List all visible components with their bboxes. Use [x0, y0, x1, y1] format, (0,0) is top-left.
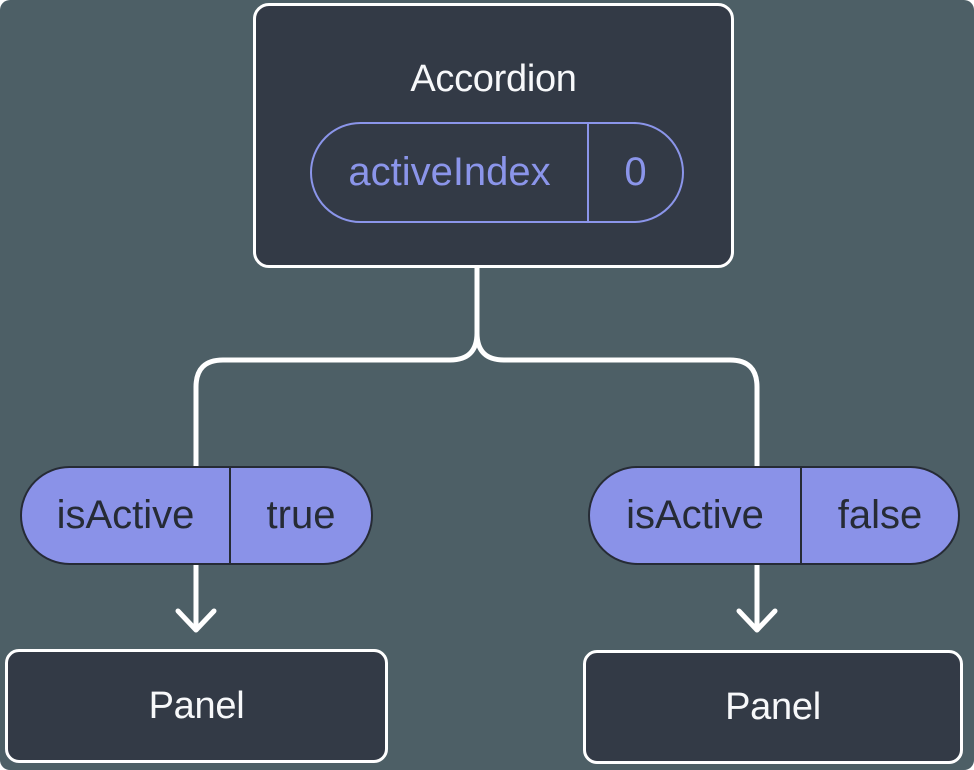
- panel-title: Panel: [725, 685, 821, 728]
- node-panel-right: Panel: [583, 650, 963, 764]
- prop-pill-value: true: [266, 493, 336, 537]
- prop-pill-label: isActive: [590, 468, 802, 563]
- node-panel-left: Panel: [5, 649, 388, 763]
- left-arrowhead-icon: [175, 608, 217, 633]
- node-accordion: Accordion activeIndex 0: [253, 3, 734, 268]
- right-arrowhead-icon: [736, 608, 778, 633]
- prop-pill-label: isActive: [22, 468, 231, 563]
- prop-pill-isactive-left: isActive true: [20, 466, 373, 565]
- accordion-title: Accordion: [410, 58, 577, 100]
- state-pill-value: 0: [624, 150, 647, 194]
- prop-pill-isactive-right: isActive false: [588, 466, 960, 565]
- state-pill: activeIndex 0: [310, 122, 684, 223]
- state-pill-label: activeIndex: [312, 124, 589, 221]
- prop-pill-value: false: [837, 493, 923, 537]
- panel-title: Panel: [148, 684, 245, 727]
